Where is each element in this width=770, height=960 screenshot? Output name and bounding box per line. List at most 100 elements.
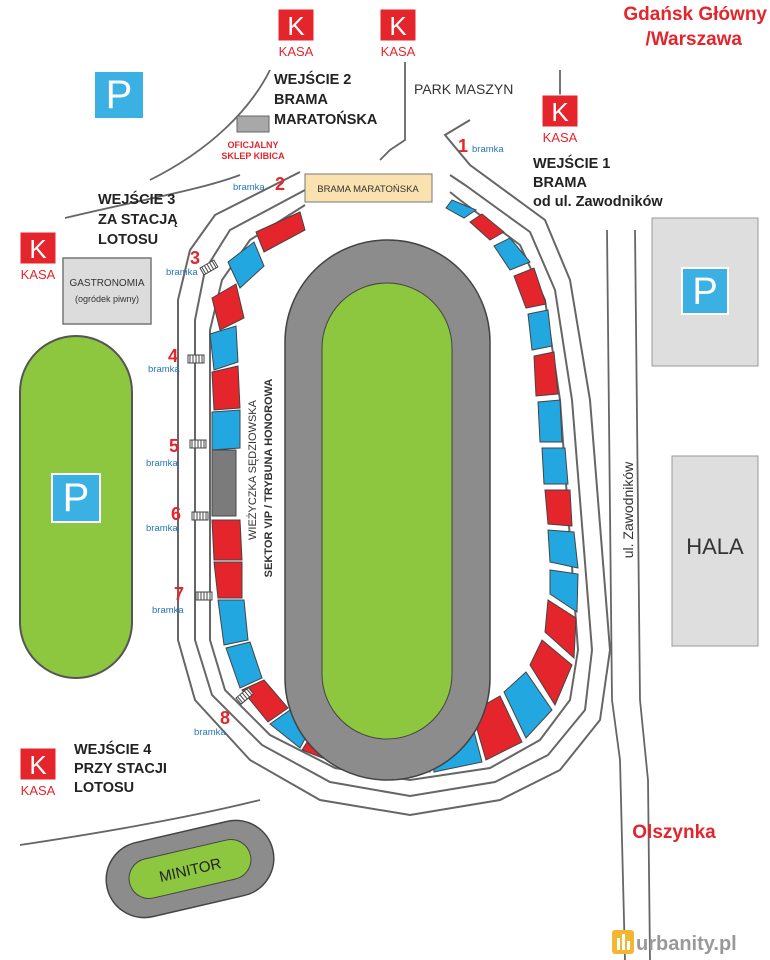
seating-sector-red (255, 211, 306, 253)
entrance-4: WEJŚCIE 4 PRZY STACJI LOTOSU (74, 740, 167, 796)
turnstile-icon (189, 439, 207, 449)
seating-sector-blue (445, 199, 478, 219)
gastronomia-label-1: GASTRONOMIA (69, 278, 144, 289)
kasa-letter: K (551, 97, 569, 127)
seating-sector-red (544, 489, 573, 527)
seating-sector-red (211, 283, 245, 331)
watermark-logo-bar2 (622, 934, 625, 950)
seating-sector-blue (541, 447, 569, 485)
gate-number-1: 1 (458, 136, 468, 156)
kasa-letter: K (287, 11, 305, 41)
parking-east-letter: P (692, 271, 717, 313)
entrance-3-line2: ZA STACJĄ (98, 212, 178, 228)
kasa-label: KASA (21, 783, 56, 798)
entrance-4-line3: LOTOSU (74, 780, 134, 796)
entrance-2-line1: WEJŚCIE 2 (274, 70, 351, 88)
gate-word: bramka (194, 727, 226, 738)
gate-word: bramka (472, 144, 504, 155)
seating-sector-red (533, 351, 559, 397)
gate-number-2: 2 (275, 174, 285, 194)
gate-number-8: 8 (220, 708, 230, 728)
turnstile-icon (187, 354, 205, 364)
destination-south: Olszynka (632, 822, 716, 843)
vip-label: SEKTOR VIP / TRYBUNA HONOROWA (263, 379, 275, 578)
turnstile-bar (201, 266, 207, 275)
watermark: urbanity.pl (612, 930, 737, 955)
turnstile-bar (246, 688, 253, 696)
stadium-inner-west (194, 174, 594, 798)
gate-number-5: 5 (169, 436, 179, 456)
watermark-text: urbanity.pl (636, 933, 737, 955)
turnstile-bar (241, 692, 248, 700)
minitor-pitch (128, 839, 252, 899)
road-north-west (149, 69, 271, 181)
shop-building (236, 115, 270, 133)
turnstiles (187, 259, 255, 705)
kasa-label: KASA (279, 44, 314, 59)
kasa-sign: K KASA (19, 231, 57, 282)
gastronomia-label-2: (ogródek piwny) (75, 294, 139, 304)
parking-west: P (19, 335, 133, 679)
seating-sector-blue (217, 599, 249, 646)
road-brama-1 (379, 62, 406, 161)
seating-sector-red (469, 213, 505, 241)
shop-label-2: SKLEP KIBICA (221, 151, 285, 161)
kasa-sign: K KASA (19, 747, 57, 798)
turnstile-icon (199, 259, 219, 276)
hala-label: HALA (686, 534, 744, 559)
seating-sector-red (211, 365, 241, 411)
entrance-1-line3: od ul. Zawodników (533, 194, 663, 210)
turnstile-bar (203, 265, 209, 273)
road-south-west (19, 799, 261, 846)
entrance-2-line3: MARATOŃSKA (274, 111, 378, 128)
seating-sector-red (211, 519, 243, 561)
gastronomia-area (62, 257, 152, 325)
kasa-label: KASA (543, 130, 578, 145)
brama-maratonska-box (304, 173, 433, 203)
gate-number-3: 3 (190, 248, 200, 268)
roads (19, 62, 651, 960)
watermark-logo-bar1 (617, 938, 620, 950)
turnstile-bar (211, 260, 217, 269)
kasa-label: KASA (21, 267, 56, 282)
entrance-2-line2: BRAMA (274, 92, 328, 108)
destination-north-1: Gdańsk Główny (623, 4, 767, 25)
gate-word: bramka (148, 364, 180, 375)
seating-sector-blue (537, 399, 563, 443)
gate-word: bramka (146, 458, 178, 469)
minitor: MINITOR (105, 819, 275, 919)
parking-nw-letter: P (106, 73, 133, 117)
seating-sector-red (241, 679, 289, 723)
entrance-1-line1: WEJŚCIE 1 (533, 154, 610, 172)
referee-tower (211, 449, 237, 517)
seating-sector-blue (493, 237, 531, 271)
seating-sector-blue (227, 241, 265, 289)
kasa-letter: K (29, 234, 47, 264)
gate-number-7: 7 (174, 584, 184, 604)
entrance-3: WEJŚCIE 3 ZA STACJĄ LOTOSU (98, 190, 178, 248)
turnstile-icon (195, 591, 213, 601)
turnstile-bar (239, 694, 246, 702)
gate-word: bramka (233, 182, 265, 193)
entrance-2: WEJŚCIE 2 BRAMA MARATOŃSKA (274, 70, 378, 128)
track (284, 239, 491, 781)
seating-sector-red (213, 561, 243, 599)
turnstile-icon (235, 687, 255, 705)
gate-word: bramka (152, 605, 184, 616)
turnstile-icon (191, 511, 209, 521)
seating-sector-red (544, 599, 577, 660)
seating-sector-blue (527, 309, 553, 351)
ticket-office-icon (19, 747, 57, 781)
pitch (321, 282, 453, 740)
shop-label-1: OFICJALNY (227, 140, 278, 150)
parking-east-sign (681, 267, 729, 315)
parking-nw: P (95, 72, 143, 118)
turnstile-bar (206, 263, 212, 272)
kasa-letter: K (29, 750, 47, 780)
parking-west-sign (51, 473, 101, 523)
seating-sector-blue (225, 641, 263, 689)
entrance-1-line2: BRAMA (533, 175, 587, 191)
